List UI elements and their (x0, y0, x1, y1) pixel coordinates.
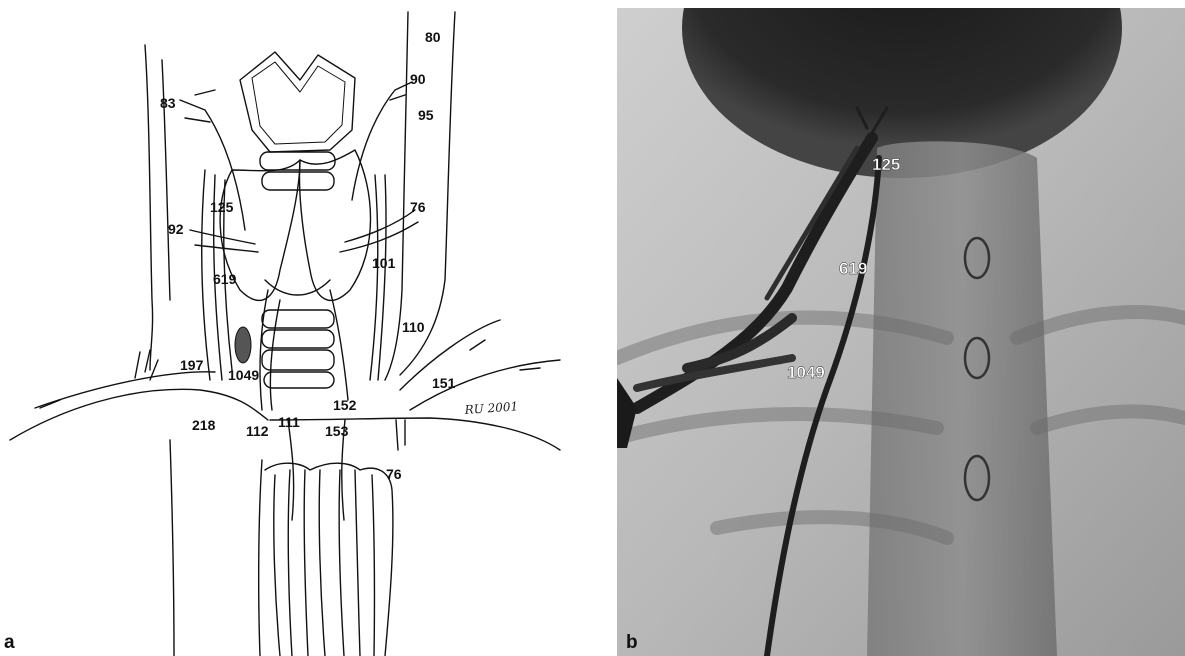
label-1049: 1049 (228, 367, 259, 383)
label-80: 80 (425, 29, 441, 45)
label-112: 112 (246, 423, 269, 439)
right-middle-vein (345, 210, 415, 242)
label-151: 151 (432, 375, 456, 391)
xray-image: 125 619 1049 (617, 8, 1185, 656)
label-110: 110 (402, 319, 425, 335)
label-101: 101 (372, 255, 396, 271)
label-197: 197 (180, 357, 204, 373)
anatomical-drawing: 80 90 95 83 125 76 92 101 619 110 197 10… (0, 0, 600, 656)
label-76-lower: 76 (386, 466, 402, 482)
label-92: 92 (168, 221, 184, 237)
label-152: 152 (333, 397, 357, 413)
svc-right (259, 460, 262, 656)
thyroid-isthmus (265, 280, 330, 295)
panel-a-drawing: 80 90 95 83 125 76 92 101 619 110 197 10… (0, 0, 600, 656)
xray-label-619: 619 (839, 259, 867, 278)
left-brachiocephalic (10, 389, 268, 440)
label-95: 95 (418, 107, 434, 123)
svc-left-edge (170, 440, 174, 656)
label-76-upper: 76 (410, 199, 426, 215)
right-superior-vein (352, 82, 412, 200)
cervical-spine (867, 141, 1057, 656)
label-153: 153 (325, 423, 349, 439)
label-90: 90 (410, 71, 426, 87)
label-111: 111 (278, 414, 300, 430)
xray-label-1049: 1049 (787, 363, 825, 382)
marker-oval (235, 327, 251, 363)
trachea-ring (260, 152, 335, 170)
panel-b-xray: 125 619 1049 (617, 8, 1185, 656)
thyroid-cartilage (240, 52, 355, 152)
label-125: 125 (210, 199, 234, 215)
panel-label-b: b (626, 632, 638, 654)
left-internal-jugular (202, 170, 210, 380)
label-83: 83 (160, 95, 176, 111)
panel-label-a: a (4, 632, 15, 654)
artist-signature: RU 2001 (463, 399, 518, 417)
label-619: 619 (213, 271, 237, 287)
neck-outline-left (145, 45, 153, 370)
label-218: 218 (192, 417, 216, 433)
xray-label-125: 125 (872, 155, 900, 174)
